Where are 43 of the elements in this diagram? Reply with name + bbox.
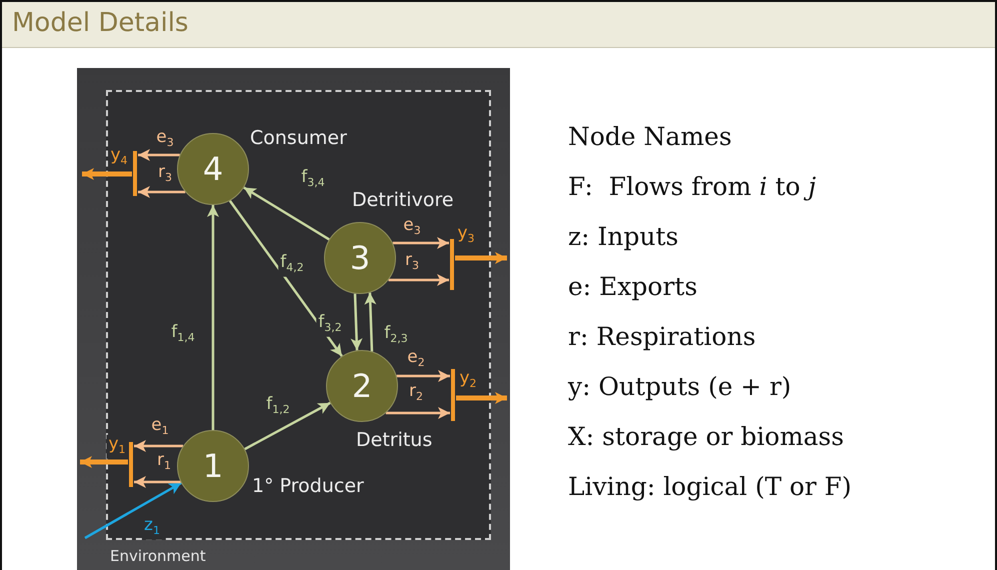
flow-arrow xyxy=(456,392,507,404)
node-label: Detritivore xyxy=(352,189,454,211)
flow-arrow xyxy=(455,252,507,264)
definition-text: Living: logical (T or F) xyxy=(568,472,852,501)
output-bar xyxy=(129,442,133,487)
definition-text: r: Respirations xyxy=(568,322,756,351)
node-label: 1° Producer xyxy=(252,475,364,497)
definition-text: F: Flows from i to j xyxy=(568,172,816,201)
flow-arrow xyxy=(138,186,186,198)
flow-arrow xyxy=(134,476,181,488)
flow-arrow xyxy=(82,168,132,180)
flow-arrow xyxy=(243,186,330,241)
flow-arrow xyxy=(207,205,219,430)
output-bar xyxy=(450,239,454,290)
node-number: 3 xyxy=(350,239,370,277)
flow-arrow xyxy=(392,237,449,249)
flow-arrow xyxy=(80,456,128,468)
flow-arrow xyxy=(350,294,363,350)
environment-boundary xyxy=(106,90,491,540)
slide-title: Model Details xyxy=(12,8,188,38)
output-bar xyxy=(133,151,137,196)
node-number: 1 xyxy=(202,447,224,485)
boundary-label: Environment xyxy=(110,547,206,565)
definition-text: e: Exports xyxy=(568,272,698,301)
edge-label: f$_{4,2}$ xyxy=(278,252,306,278)
node-number: 4 xyxy=(202,150,224,188)
flow-arrow xyxy=(138,149,180,161)
flow-arrow xyxy=(84,482,182,540)
flow-arrow xyxy=(244,402,331,450)
node-label: Consumer xyxy=(250,127,347,149)
definition-text: y: Outputs (e + r) xyxy=(568,372,792,401)
output-bar xyxy=(451,369,455,421)
node-label: Detritus xyxy=(356,429,432,451)
definition-text: Node Names xyxy=(568,122,732,151)
flow-arrow xyxy=(388,274,449,286)
edge-label: f$_{3,2}$ xyxy=(316,312,344,338)
flow-arrow xyxy=(396,370,450,382)
flow-arrow xyxy=(364,292,376,352)
flow-arrow xyxy=(386,407,450,419)
definition-text: X: storage or biomass xyxy=(568,422,844,451)
flow-arrow xyxy=(134,440,184,452)
definition-text: z: Inputs xyxy=(568,222,678,251)
node-number: 2 xyxy=(352,367,372,405)
